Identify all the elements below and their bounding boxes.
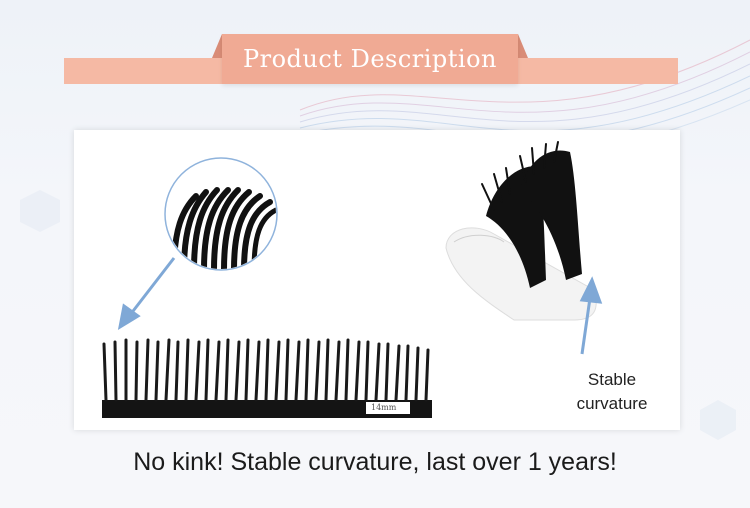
stable-label-line2: curvature	[576, 394, 648, 413]
lash-tray	[445, 141, 597, 321]
product-illustration	[102, 141, 603, 418]
header-tab: Product Description	[222, 34, 518, 84]
header-fold-right	[518, 34, 528, 58]
page-title: Product Description	[242, 45, 498, 73]
zoom-circle	[164, 157, 278, 271]
zoom-arrow	[117, 257, 176, 331]
stable-label-line1: Stable	[587, 370, 637, 389]
header-fold-left	[212, 34, 222, 58]
curvature-arrow	[579, 276, 603, 355]
caption-text: No kink! Stable curvature, last over 1 y…	[133, 448, 617, 476]
stable-curvature-label: Stable curvature	[552, 368, 672, 416]
product-image-panel: Stable curvature 14mm	[74, 130, 680, 430]
lash-strip	[102, 338, 432, 418]
lash-length-label: 14mm	[371, 403, 397, 412]
